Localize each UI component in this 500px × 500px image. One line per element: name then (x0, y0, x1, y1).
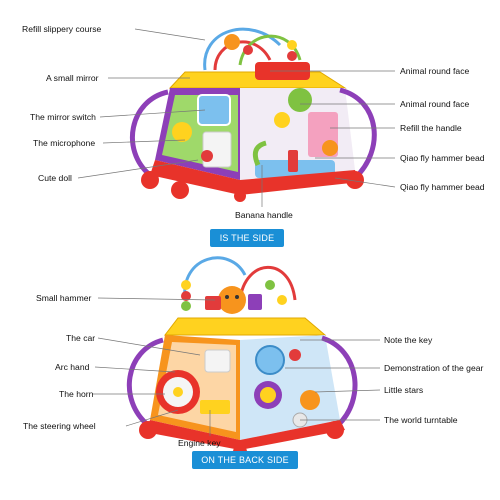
label-the-horn: The horn (59, 389, 94, 399)
label-banana-handle: Banana handle (235, 210, 293, 220)
label-little-stars: Little stars (384, 385, 424, 395)
label-world-turntable: The world turntable (384, 415, 458, 425)
label-small-hammer: Small hammer (36, 293, 92, 303)
label-refill-slippery-course: Refill slippery course (22, 24, 102, 34)
banner-is-the-side: IS THE SIDE (210, 229, 284, 247)
label-note-the-key: Note the key (384, 335, 433, 345)
label-refill-the-handle: Refill the handle (400, 123, 462, 133)
callout-lines (77, 28, 396, 436)
label-microphone: The microphone (33, 138, 96, 148)
label-qiao-fly-hammer-bead-1: Qiao fly hammer bead (400, 153, 485, 163)
label-the-car: The car (66, 333, 96, 343)
label-arc-hand: Arc hand (55, 362, 90, 372)
label-qiao-fly-hammer-bead-2: Qiao fly hammer bead (400, 182, 485, 192)
label-cute-doll: Cute doll (38, 173, 72, 183)
label-steering-wheel: The steering wheel (23, 421, 96, 431)
label-animal-round-face-2: Animal round face (400, 99, 470, 109)
label-animal-round-face-1: Animal round face (400, 66, 470, 76)
label-demonstration-of-the-gear: Demonstration of the gear (384, 363, 484, 373)
label-engine-key: Engine key (178, 438, 221, 448)
banner-on-the-back-side: ON THE BACK SIDE (192, 451, 298, 469)
label-mirror-switch: The mirror switch (30, 112, 96, 122)
label-small-mirror: A small mirror (46, 73, 99, 83)
